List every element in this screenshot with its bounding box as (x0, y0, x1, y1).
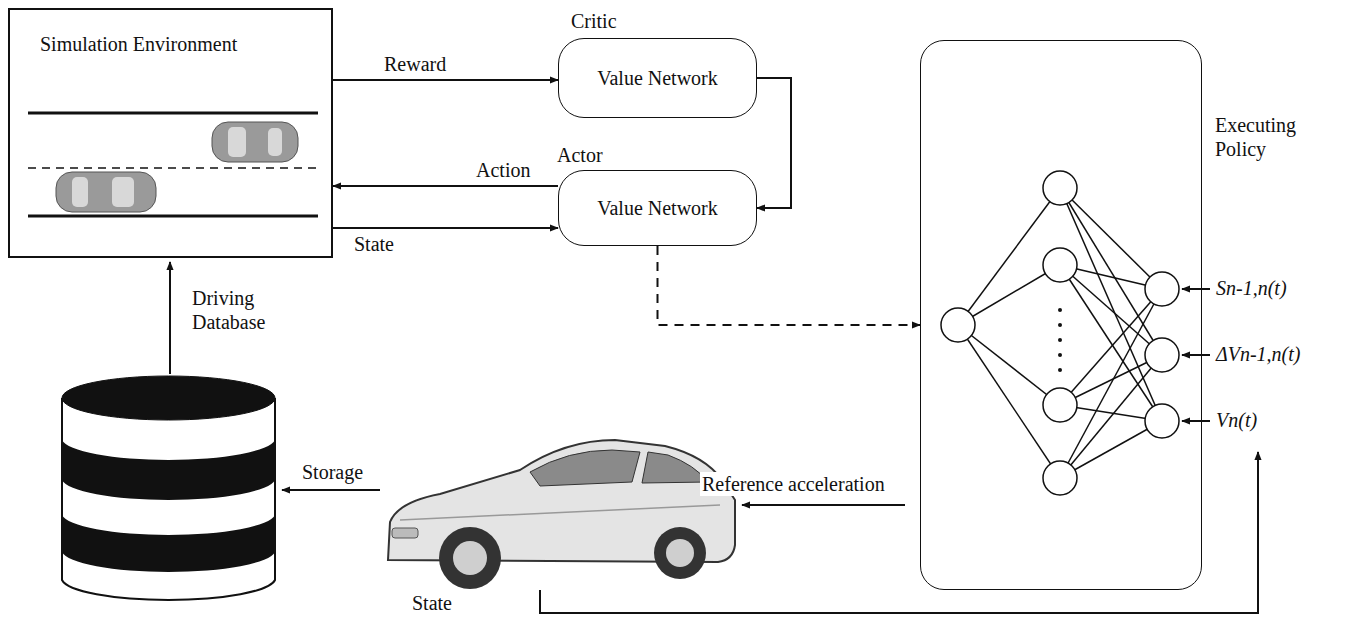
node-heading: Simulation Environment (40, 32, 237, 56)
arrow-label: Storage (300, 460, 365, 484)
edge-label: Reward (382, 52, 448, 76)
car-top-view (56, 172, 156, 212)
edge-label: State (352, 232, 396, 256)
node-heading: Executing Policy (1215, 113, 1325, 161)
input-variable: Sn-1,n(t) (1214, 276, 1289, 300)
connector-arrow (658, 246, 921, 325)
node-heading: Actor (557, 143, 603, 167)
input-variable: Vn(t) (1214, 408, 1259, 432)
edge-label: Action (474, 158, 532, 182)
node-text: Value Network (597, 196, 718, 220)
connector-arrow (333, 227, 558, 229)
connector-arrow (333, 185, 558, 187)
car-top-view (212, 122, 298, 162)
road (28, 113, 318, 216)
simulation-box: Simulation Environment (8, 8, 333, 258)
critic-box: CriticValue Network (558, 38, 757, 118)
arrow-label: Reference acceleration (700, 472, 887, 496)
arrow-label: Driving Database (190, 286, 294, 334)
policy-panel: Executing Policy (920, 40, 1202, 590)
node-heading: Critic (571, 9, 617, 33)
arrow-label: State (410, 591, 454, 615)
database-cylinder (62, 376, 275, 600)
plain-arrows (170, 262, 1258, 613)
neural-network (941, 171, 1179, 495)
connector-arrow (333, 79, 558, 81)
input-variable: ΔVn-1,n(t) (1214, 342, 1303, 366)
car-illustration (388, 440, 735, 589)
node-text: Value Network (597, 66, 718, 90)
actor-box: ActorValue Network (558, 170, 757, 246)
connector-arrow (757, 78, 791, 208)
